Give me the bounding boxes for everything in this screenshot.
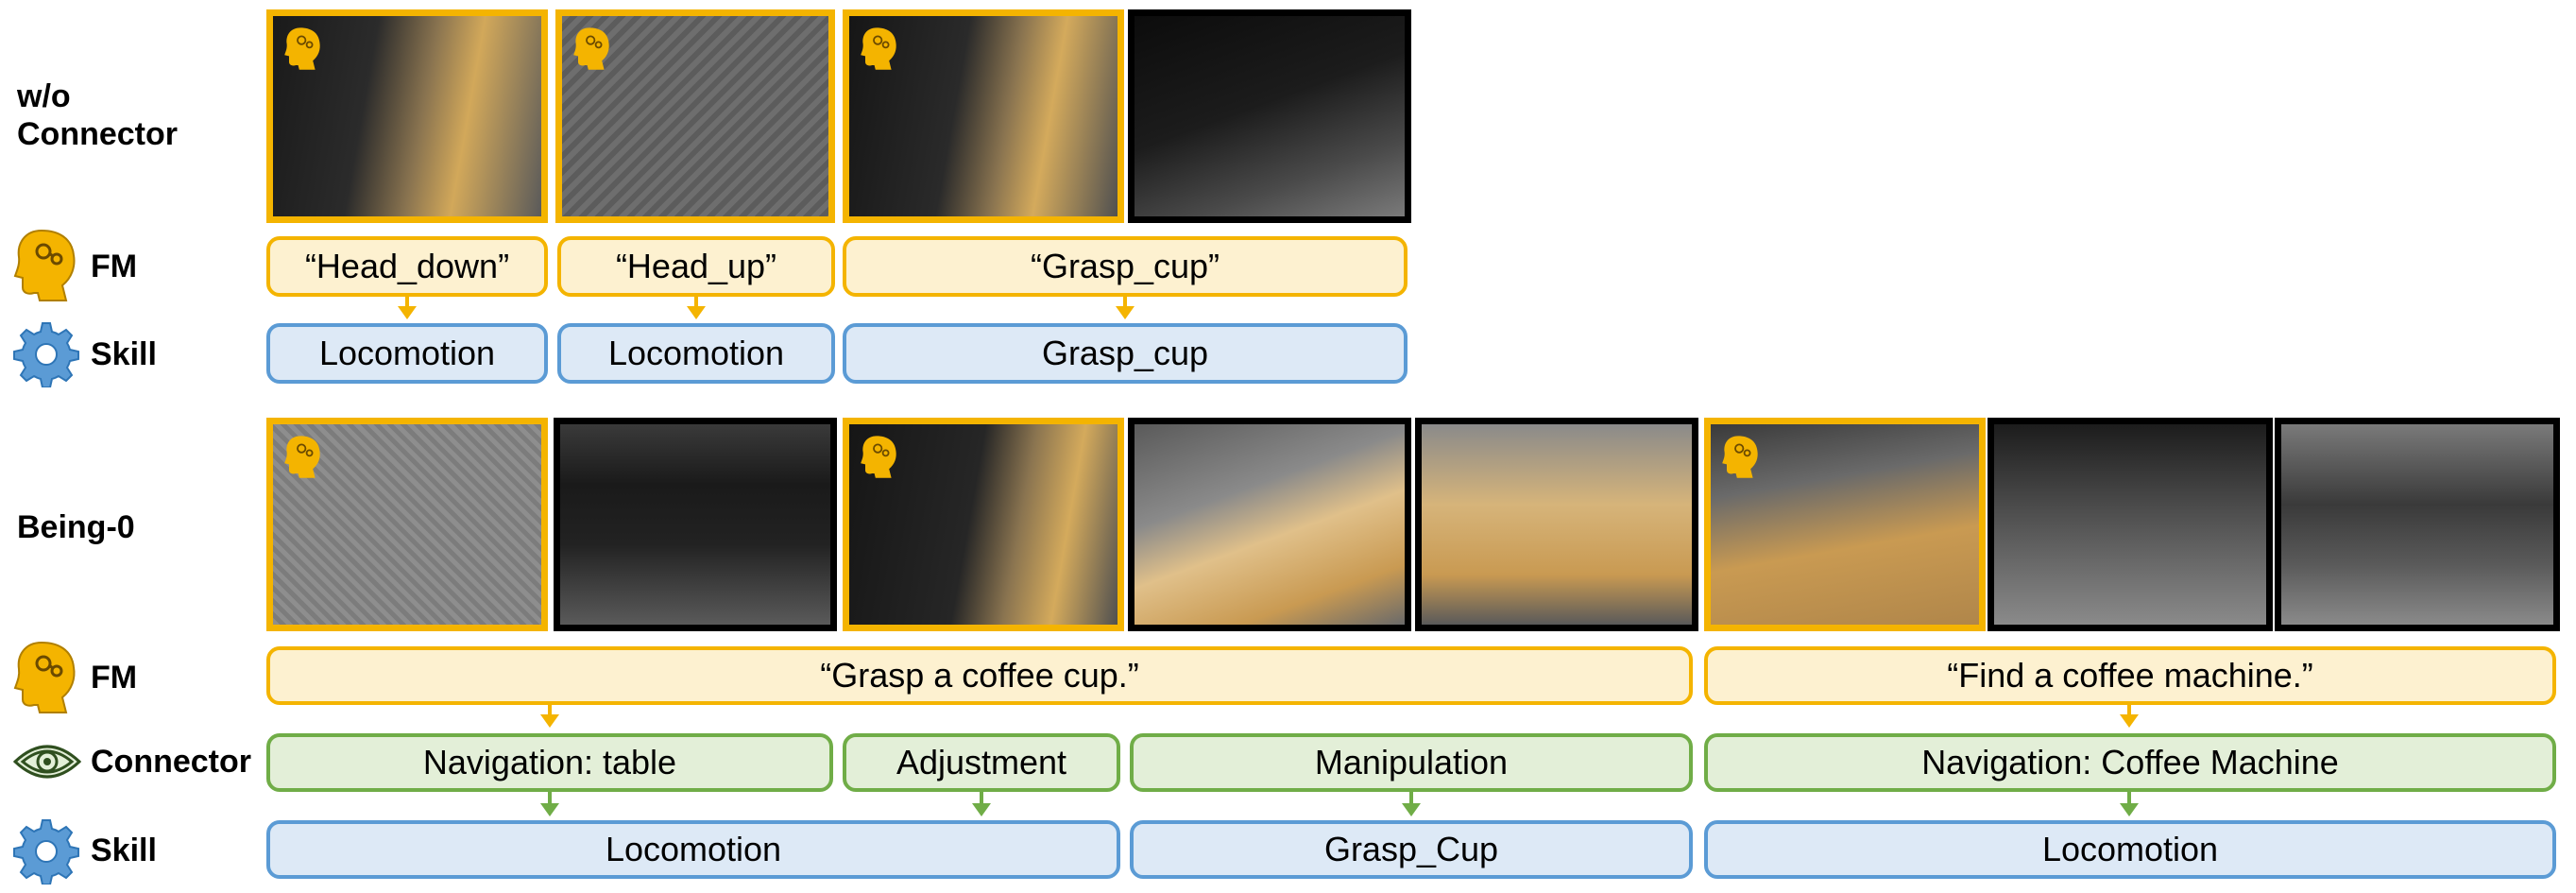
gear-icon bbox=[13, 321, 79, 388]
connector-box-navigation-table: Navigation: table bbox=[266, 733, 833, 792]
frame-bottom-8 bbox=[2275, 418, 2560, 631]
fm-badge-icon bbox=[284, 27, 320, 70]
fm-head-icon bbox=[13, 227, 79, 302]
fm-box-find-coffee-machine: “Find a coffee machine.” bbox=[1704, 646, 2556, 705]
connector-box-adjustment: Adjustment bbox=[843, 733, 1120, 792]
frame-top-3 bbox=[843, 9, 1124, 223]
skill-row-label-top: Skill bbox=[91, 336, 157, 372]
skill-box-locomotion: Locomotion bbox=[557, 323, 835, 384]
fm-row-label-top: FM bbox=[91, 249, 138, 284]
skill-box-grasp-cup: Grasp_Cup bbox=[1130, 820, 1693, 879]
frame-bottom-4 bbox=[1128, 418, 1411, 631]
frame-bottom-1 bbox=[266, 418, 548, 631]
fm-badge-icon bbox=[573, 27, 609, 70]
gear-icon bbox=[13, 818, 79, 885]
fm-row-label-bottom: FM bbox=[91, 660, 138, 696]
frame-top-2 bbox=[555, 9, 835, 223]
fm-badge-icon bbox=[861, 27, 896, 70]
fm-box-head-up: “Head_up” bbox=[557, 236, 835, 297]
fm-badge-icon bbox=[284, 436, 320, 478]
skill-box-locomotion: Locomotion bbox=[1704, 820, 2556, 879]
frame-bottom-6 bbox=[1704, 418, 1986, 631]
connector-box-manipulation: Manipulation bbox=[1130, 733, 1693, 792]
skill-box-locomotion: Locomotion bbox=[266, 820, 1120, 879]
frame-top-4 bbox=[1128, 9, 1411, 223]
fm-box-head-down: “Head_down” bbox=[266, 236, 548, 297]
section-label-being-0: Being-0 bbox=[17, 509, 135, 545]
fm-badge-icon bbox=[861, 436, 896, 478]
connector-row-label: Connector bbox=[91, 744, 251, 780]
section-label-wo-connector: w/o Connector bbox=[17, 78, 178, 152]
fm-head-icon bbox=[13, 639, 79, 714]
fm-box-grasp-cup: “Grasp_cup” bbox=[843, 236, 1407, 297]
skill-row-label-bottom: Skill bbox=[91, 833, 157, 868]
frame-bottom-2 bbox=[554, 418, 837, 631]
frame-top-1 bbox=[266, 9, 548, 223]
eye-icon bbox=[12, 741, 82, 782]
frame-bottom-3 bbox=[843, 418, 1124, 631]
skill-box-locomotion: Locomotion bbox=[266, 323, 548, 384]
frame-bottom-5 bbox=[1415, 418, 1698, 631]
connector-box-navigation-coffee-machine: Navigation: Coffee Machine bbox=[1704, 733, 2556, 792]
fm-badge-icon bbox=[1722, 436, 1758, 478]
skill-box-grasp-cup: Grasp_cup bbox=[843, 323, 1407, 384]
frame-bottom-7 bbox=[1987, 418, 2273, 631]
fm-box-grasp-coffee-cup: “Grasp a coffee cup.” bbox=[266, 646, 1693, 705]
